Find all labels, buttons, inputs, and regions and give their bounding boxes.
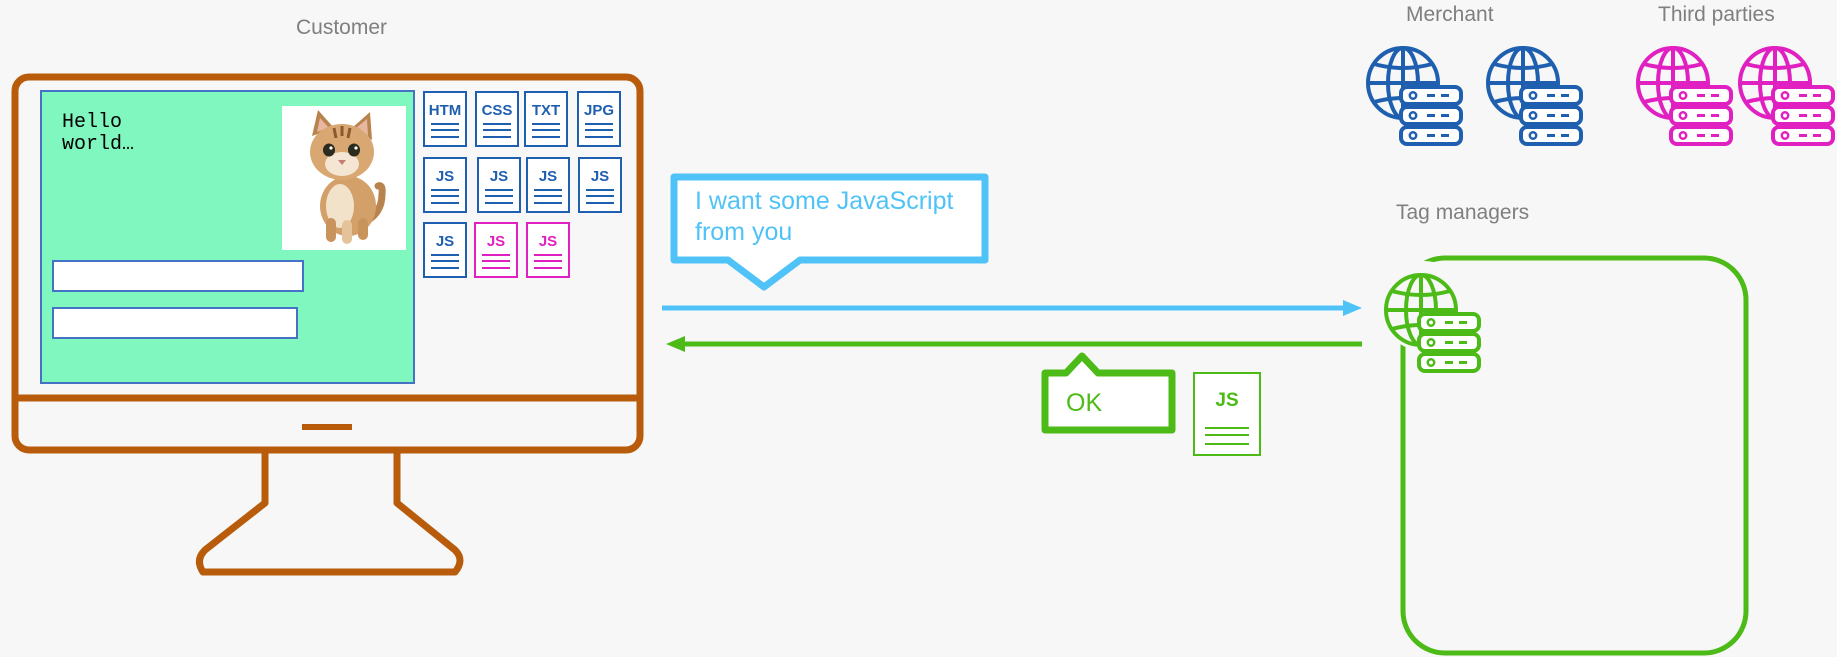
tag-managers-label: Tag managers bbox=[1396, 201, 1530, 224]
monitor-icon bbox=[11, 73, 644, 576]
request-bubble bbox=[670, 173, 989, 291]
customer-label: Customer bbox=[296, 16, 388, 39]
ok-bubble bbox=[1041, 352, 1176, 434]
text-input-1[interactable] bbox=[52, 260, 304, 292]
merchant-label: Merchant bbox=[1406, 3, 1494, 26]
third-parties-label: Third parties bbox=[1658, 3, 1775, 26]
browser-screen: Hello world… bbox=[40, 90, 415, 384]
sent-js-file: JS bbox=[1193, 372, 1261, 456]
file-js: JS bbox=[423, 222, 467, 278]
file-js-third-party: JS bbox=[474, 222, 518, 278]
response-message: OK bbox=[1066, 389, 1103, 417]
file-htm: HTM bbox=[423, 91, 467, 147]
file-css: CSS bbox=[475, 91, 519, 147]
file-js: JS bbox=[526, 157, 570, 213]
request-arrow bbox=[662, 300, 1362, 316]
merchant-server-icon bbox=[1366, 46, 1463, 146]
third-party-server-icon bbox=[1636, 46, 1733, 146]
file-jpg: JPG bbox=[577, 91, 621, 147]
file-js: JS bbox=[423, 157, 467, 213]
file-txt: TXT bbox=[524, 91, 568, 147]
hello-world-text: Hello world… bbox=[62, 111, 135, 156]
third-party-server-icon bbox=[1738, 46, 1835, 146]
tag-manager-box bbox=[1400, 255, 1749, 656]
kitten-icon bbox=[310, 110, 386, 244]
file-js-third-party: JS bbox=[526, 222, 570, 278]
tag-manager-server-icon bbox=[1384, 273, 1481, 373]
merchant-server-icon bbox=[1486, 46, 1583, 146]
text-input-2[interactable] bbox=[52, 307, 298, 339]
request-message: I want some JavaScript from you bbox=[695, 187, 954, 246]
response-arrow bbox=[666, 336, 1362, 352]
kitten-image bbox=[282, 106, 406, 250]
file-js: JS bbox=[477, 157, 521, 213]
file-js: JS bbox=[578, 157, 622, 213]
